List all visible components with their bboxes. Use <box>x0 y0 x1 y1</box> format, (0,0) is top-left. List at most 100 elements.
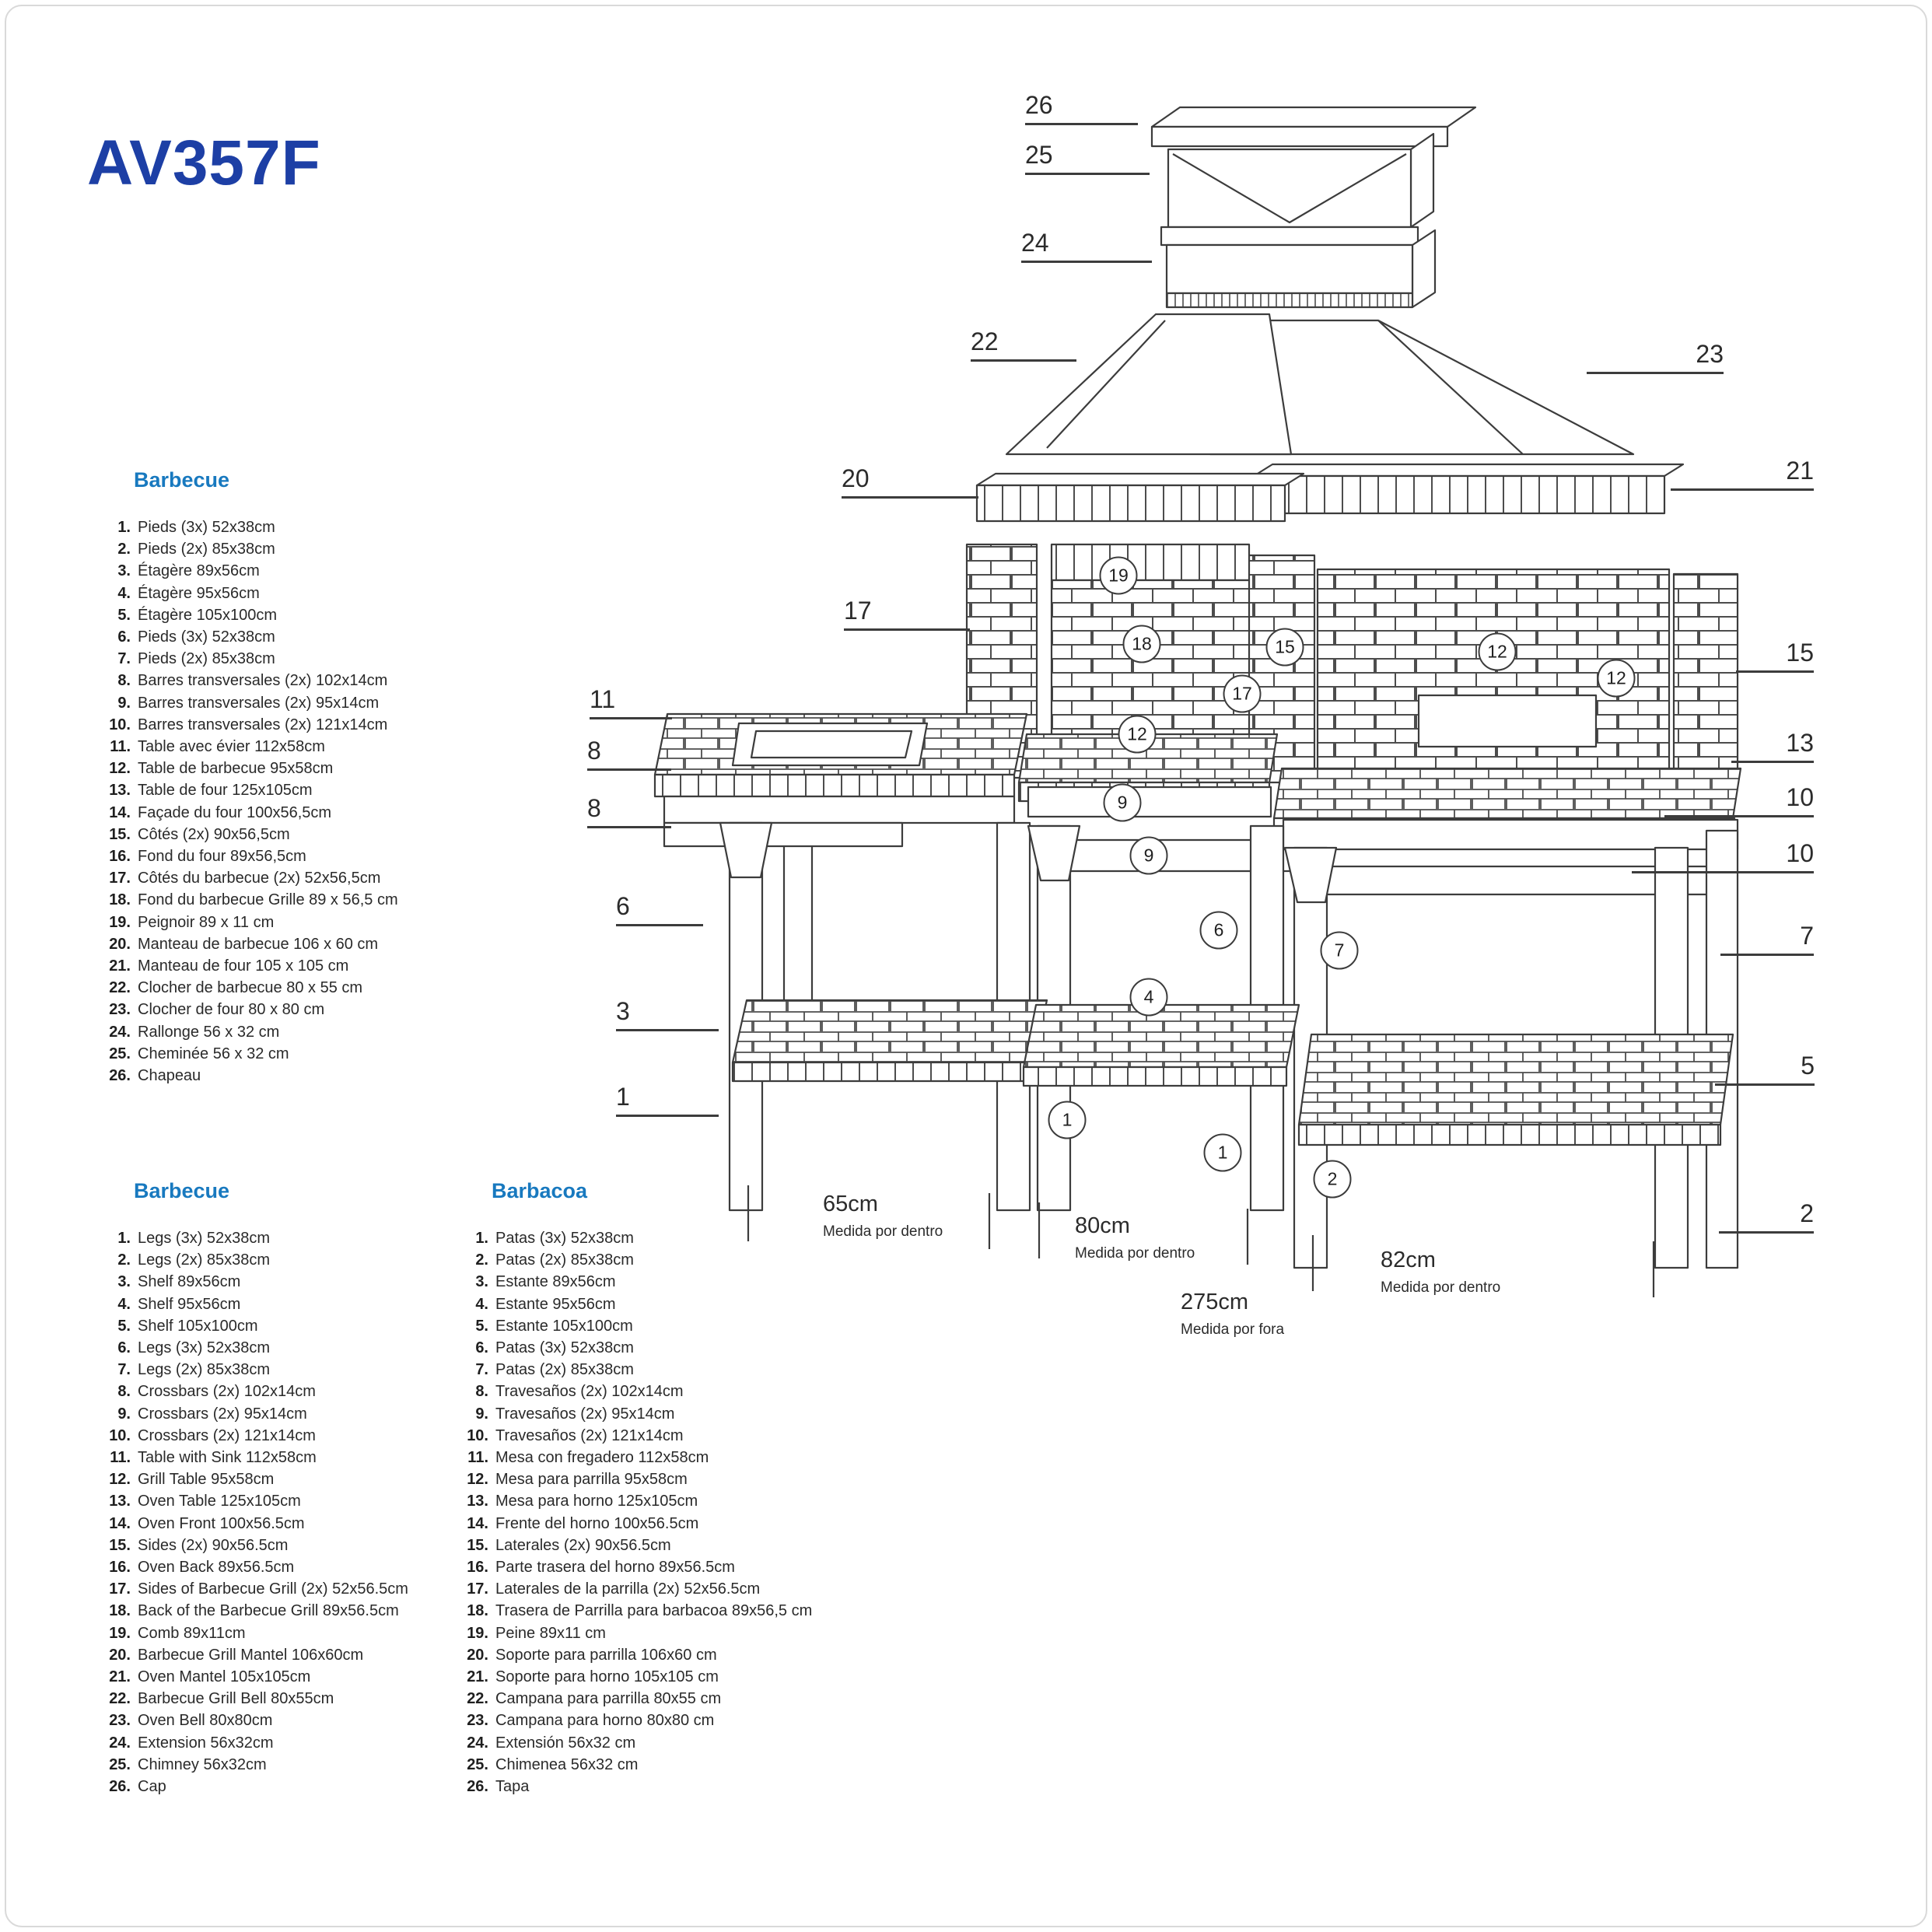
callout-11: 11 <box>590 686 672 719</box>
part-list-item: 6.Pieds (3x) 52x38cm <box>117 628 275 646</box>
part-list-item: 18.Fond du barbecue Grille 89 x 56,5 cm <box>109 891 398 909</box>
callout-10-upper: 10 <box>1664 784 1814 817</box>
part-list-item: 9.Travesaños (2x) 95x14cm <box>475 1405 675 1423</box>
part-list-item: 12.Mesa para parrilla 95x58cm <box>467 1471 688 1489</box>
part-list-item: 3.Étagère 89x56cm <box>117 562 260 580</box>
part-list-item: 18.Trasera de Parrilla para barbacoa 89x… <box>467 1602 813 1620</box>
shelf-3-shape <box>731 999 1048 1083</box>
part-marker-6: 6 <box>1199 911 1238 950</box>
part-list-item: 1.Pieds (3x) 52x38cm <box>117 519 275 536</box>
part-marker-9-b: 9 <box>1129 836 1168 875</box>
part-marker-1-a: 1 <box>1048 1101 1087 1139</box>
part-list-item: 7.Patas (2x) 85x38cm <box>475 1361 634 1379</box>
part-list-item: 13.Mesa para horno 125x105cm <box>467 1493 698 1510</box>
part-list-item: 14.Oven Front 100x56.5cm <box>109 1514 305 1532</box>
shelf-5-shape <box>1297 1033 1734 1146</box>
cap-26-shape <box>1150 106 1477 148</box>
callout-22: 22 <box>971 328 1076 362</box>
part-list-item: 24.Extension 56x32cm <box>109 1734 274 1752</box>
callout-8-upper: 8 <box>587 737 671 771</box>
part-list-item: 18.Back of the Barbecue Grill 89x56.5cm <box>109 1602 399 1620</box>
part-list-item: 3.Shelf 89x56cm <box>117 1273 241 1291</box>
oven-brick-walls-shape <box>1316 568 1739 786</box>
part-list-item: 9.Crossbars (2x) 95x14cm <box>117 1405 307 1423</box>
shelf-4-shape <box>1022 1003 1300 1087</box>
part-marker-2: 2 <box>1313 1160 1352 1199</box>
callout-2: 2 <box>1719 1200 1814 1234</box>
part-list-item: 22.Barbecue Grill Bell 80x55cm <box>109 1690 334 1708</box>
part-list-item: 23.Oven Bell 80x80cm <box>109 1712 273 1730</box>
part-list-item: 24.Rallonge 56 x 32 cm <box>109 1023 280 1041</box>
part-list-item: 8.Travesaños (2x) 102x14cm <box>475 1383 684 1401</box>
part-list-item: 14.Frente del horno 100x56.5cm <box>467 1514 699 1532</box>
callout-20: 20 <box>842 465 978 499</box>
dimension-inner-center: 80cm Medida por dentro <box>1075 1213 1195 1262</box>
callout-6: 6 <box>616 893 703 926</box>
parts-list-french-items: 1.Pieds (3x) 52x38cm 2.Pieds (2x) 85x38c… <box>100 516 398 1087</box>
part-marker-15: 15 <box>1265 628 1304 667</box>
part-list-item: 5.Étagère 105x100cm <box>117 606 278 624</box>
callout-25: 25 <box>1025 142 1150 175</box>
part-marker-12-c: 12 <box>1597 659 1636 698</box>
part-list-item: 21.Soporte para horno 105x105 cm <box>467 1668 719 1686</box>
part-list-item: 20.Barbecue Grill Mantel 106x60cm <box>109 1646 364 1664</box>
callout-1: 1 <box>616 1083 719 1117</box>
callout-10-lower: 10 <box>1632 840 1814 873</box>
part-list-item: 15.Côtés (2x) 90x56,5cm <box>109 825 290 843</box>
part-marker-19: 19 <box>1099 556 1138 595</box>
dimension-note: Medida por fora <box>1181 1321 1285 1338</box>
part-list-item: 25.Chimenea 56x32 cm <box>467 1755 639 1773</box>
part-marker-12-a: 12 <box>1118 715 1157 754</box>
page-title: AV357F <box>87 127 321 198</box>
part-list-item: 19.Comb 89x11cm <box>109 1624 246 1642</box>
callout-3: 3 <box>616 998 719 1031</box>
parts-list-spanish: Barbacoa 1.Patas (3x) 52x38cm 2.Patas (2… <box>457 1179 812 1797</box>
part-list-item: 3.Estante 89x56cm <box>475 1273 616 1291</box>
part-list-item: 19.Peignoir 89 x 11 cm <box>109 913 275 931</box>
part-list-item: 6.Legs (3x) 52x38cm <box>117 1339 271 1357</box>
parts-list-english-header: Barbecue <box>134 1179 230 1202</box>
measure-ticks-shape <box>747 1185 1655 1297</box>
parts-list-french-header: Barbecue <box>134 468 230 492</box>
callout-15: 15 <box>1736 639 1814 673</box>
part-marker-17: 17 <box>1223 674 1262 713</box>
part-marker-1-b: 1 <box>1203 1133 1242 1172</box>
callout-24: 24 <box>1021 229 1152 263</box>
part-list-item: 1.Legs (3x) 52x38cm <box>117 1230 271 1247</box>
part-list-item: 26.Chapeau <box>109 1067 201 1085</box>
part-list-item: 16.Parte trasera del horno 89x56.5cm <box>467 1559 735 1577</box>
part-list-item: 26.Tapa <box>467 1778 530 1796</box>
part-list-item: 12.Grill Table 95x58cm <box>109 1471 275 1489</box>
part-list-item: 24.Extensión 56x32 cm <box>467 1734 636 1752</box>
part-list-item: 23.Clocher de four 80 x 80 cm <box>109 1001 325 1019</box>
part-list-item: 4.Estante 95x56cm <box>475 1295 616 1313</box>
callout-26: 26 <box>1025 92 1138 125</box>
part-list-item: 16.Fond du four 89x56,5cm <box>109 848 306 866</box>
part-list-item: 9.Barres transversales (2x) 95x14cm <box>117 694 380 712</box>
part-list-item: 4.Étagère 95x56cm <box>117 584 260 602</box>
part-list-item: 2.Legs (2x) 85x38cm <box>117 1251 271 1269</box>
part-list-item: 11.Mesa con fregadero 112x58cm <box>467 1449 709 1467</box>
parts-list-spanish-header: Barbacoa <box>492 1179 588 1202</box>
barbecue-mantel-20-shape <box>975 472 1305 523</box>
part-list-item: 2.Patas (2x) 85x38cm <box>475 1251 634 1269</box>
part-list-item: 8.Crossbars (2x) 102x14cm <box>117 1383 316 1401</box>
parts-list-english-items: 1.Legs (3x) 52x38cm 2.Legs (2x) 85x38cm … <box>100 1227 408 1797</box>
callout-13: 13 <box>1731 730 1814 763</box>
dimension-value: 80cm <box>1075 1213 1130 1238</box>
callout-23: 23 <box>1587 341 1724 374</box>
part-list-item: 2.Pieds (2x) 85x38cm <box>117 541 275 558</box>
part-list-item: 5.Estante 105x100cm <box>475 1317 633 1335</box>
part-list-item: 12.Table de barbecue 95x58cm <box>109 760 334 778</box>
part-list-item: 5.Shelf 105x100cm <box>117 1317 258 1335</box>
dimension-inner-left: 65cm Medida por dentro <box>823 1192 943 1241</box>
part-list-item: 20.Soporte para parrilla 106x60 cm <box>467 1646 717 1664</box>
dimension-inner-right: 82cm Medida por dentro <box>1381 1248 1500 1297</box>
sink-table-11-shape <box>653 712 1028 798</box>
dimension-value: 275cm <box>1181 1290 1249 1314</box>
part-list-item: 13.Oven Table 125x105cm <box>109 1493 301 1510</box>
part-list-item: 16.Oven Back 89x56.5cm <box>109 1559 295 1577</box>
part-list-item: 23.Campana para horno 80x80 cm <box>467 1712 715 1730</box>
dimension-note: Medida por dentro <box>823 1223 943 1240</box>
part-list-item: 13.Table de four 125x105cm <box>109 782 313 800</box>
